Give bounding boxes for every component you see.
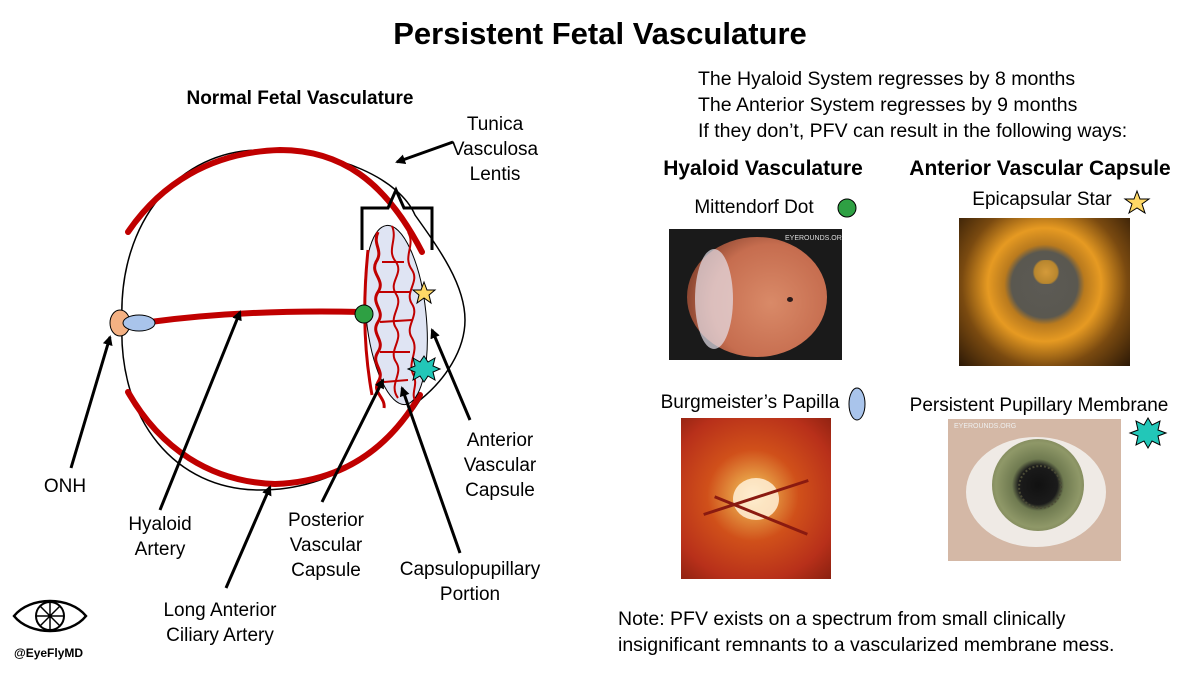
ppm-photo: EYEROUNDS.ORG <box>948 419 1121 561</box>
long-anterior-ciliary-label: Long Anterior Ciliary Artery <box>150 598 290 648</box>
burgmeister-caption: Burgmeister’s Papilla <box>660 392 840 413</box>
watermark: EYEROUNDS.ORG <box>785 235 842 242</box>
upper-ciliary-artery <box>125 146 425 255</box>
info-line: The Anterior System regresses by 9 month… <box>698 94 1078 116</box>
label-line: Vasculosa <box>451 139 539 160</box>
label-line: Anterior <box>466 430 534 451</box>
info-line: If they don’t, PFV can result in the fol… <box>698 120 1128 142</box>
info-text: The Hyaloid System regresses by 8 months… <box>698 66 1127 144</box>
label-line: Artery <box>134 539 186 560</box>
ppm-burst-marker <box>406 355 442 383</box>
eyefly-logo-icon <box>12 599 88 633</box>
label-line: Capsulopupillary <box>399 559 541 580</box>
logo-handle: @EyeFlyMD <box>14 646 84 660</box>
epicapsular-star-marker <box>411 280 437 305</box>
anterior-vascular-capsule-heading: Anterior Vascular Capsule <box>909 157 1171 180</box>
posterior-vascular-capsule-label: Posterior Vascular Capsule <box>276 508 376 583</box>
mittendorf-dot-photo: EYEROUNDS.ORG <box>669 229 842 360</box>
label-line: Posterior <box>287 510 365 531</box>
tunica-bracket <box>360 186 434 250</box>
mittendorf-caption: Mittendorf Dot <box>694 197 814 218</box>
diagram-subtitle: Normal Fetal Vasculature <box>186 88 414 109</box>
hyaloid-vasculature-heading: Hyaloid Vasculature <box>663 157 863 180</box>
info-line: The Hyaloid System regresses by 8 months <box>698 68 1076 90</box>
ppm-legend-burst <box>1128 416 1168 450</box>
note-line: insignificant remnants to a vascularized… <box>618 634 1115 656</box>
epicapsular-caption: Epicapsular Star <box>972 189 1112 210</box>
page-title: Persistent Fetal Vasculature <box>393 16 807 51</box>
burgmeister-papilla-photo <box>681 418 831 579</box>
label-line: Capsule <box>465 480 535 501</box>
label-line: Tunica <box>466 114 524 135</box>
hyaloid-artery-label: Hyaloid Artery <box>112 512 208 562</box>
mittendorf-legend-dot <box>837 198 857 218</box>
capsulopupillary-label: Capsulopupillary Portion <box>380 557 560 607</box>
watermark: EYEROUNDS.ORG <box>954 423 1017 430</box>
label-line: Capsule <box>291 560 361 581</box>
lower-ciliary-artery <box>125 389 423 488</box>
label-line: Hyaloid <box>128 514 192 535</box>
mittendorf-dot-marker <box>354 304 374 324</box>
note-text: Note: PFV exists on a spectrum from smal… <box>618 606 1114 658</box>
label-line: Lentis <box>469 164 521 185</box>
burgmeister-legend-ellipse <box>848 387 866 421</box>
papilla-marker <box>122 314 156 332</box>
note-line: Note: PFV exists on a spectrum from smal… <box>618 608 1066 630</box>
onh-label: ONH <box>43 476 87 497</box>
anterior-vascular-capsule-label: Anterior Vascular Capsule <box>450 428 550 503</box>
ppm-caption: Persistent Pupillary Membrane <box>909 395 1169 416</box>
label-line: Ciliary Artery <box>166 625 274 646</box>
eye-outline <box>121 149 466 491</box>
label-line: Portion <box>439 584 501 605</box>
hyaloid-artery <box>147 308 365 325</box>
epicapsular-star-photo <box>959 218 1130 366</box>
label-line: Vascular <box>463 455 537 476</box>
epicapsular-legend-star <box>1123 189 1151 215</box>
label-line: Long Anterior <box>163 600 277 621</box>
tunica-label: Tunica Vasculosa Lentis <box>440 112 550 187</box>
label-line: Vascular <box>289 535 363 556</box>
